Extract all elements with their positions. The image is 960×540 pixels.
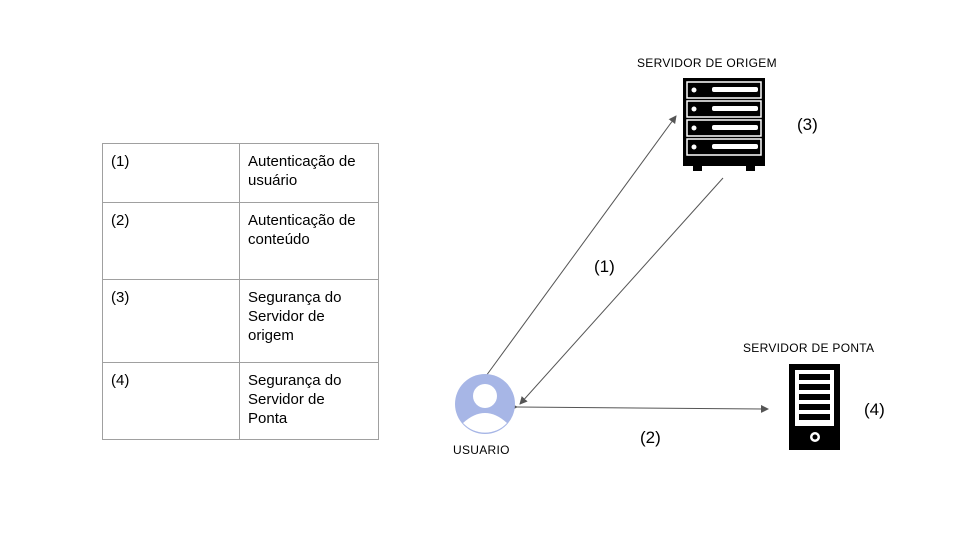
legend-row: (1) Autenticação de usuário xyxy=(102,143,379,203)
legend-number: (4) xyxy=(102,362,240,440)
user-avatar-icon xyxy=(455,374,515,434)
arrow-origin-to-user xyxy=(519,177,724,405)
legend-number: (3) xyxy=(102,279,240,363)
origin-server-label: SERVIDOR DE ORIGEM xyxy=(637,56,777,70)
legend-description: Autenticação de conteúdo xyxy=(239,202,379,280)
edge-server-label: SERVIDOR DE PONTA xyxy=(743,341,874,355)
legend-table: (1) Autenticação de usuário (2) Autentic… xyxy=(102,143,379,440)
connection-label-user-origin: (1) xyxy=(594,257,615,276)
connection-label-user-edge: (2) xyxy=(640,428,661,447)
arrow-user-edge xyxy=(509,402,769,413)
rack-server-icon xyxy=(683,78,765,171)
legend-row: (2) Autenticação de conteúdo xyxy=(102,202,379,280)
legend-description: Segurança do Servidor de origem xyxy=(239,279,379,363)
legend-description: Segurança do Servidor de Ponta xyxy=(239,362,379,440)
legend-number: (1) xyxy=(102,143,240,203)
tower-server-icon xyxy=(789,364,840,450)
legend-row: (4) Segurança do Servidor de Ponta xyxy=(102,362,379,440)
edge-server-tag: (4) xyxy=(864,400,885,419)
legend-description: Autenticação de usuário xyxy=(239,143,379,203)
user-label: USUARIO xyxy=(453,443,510,457)
legend-row: (3) Segurança do Servidor de origem xyxy=(102,279,379,363)
legend-number: (2) xyxy=(102,202,240,280)
origin-server-tag: (3) xyxy=(797,115,818,134)
arrow-user-to-origin xyxy=(485,115,677,377)
